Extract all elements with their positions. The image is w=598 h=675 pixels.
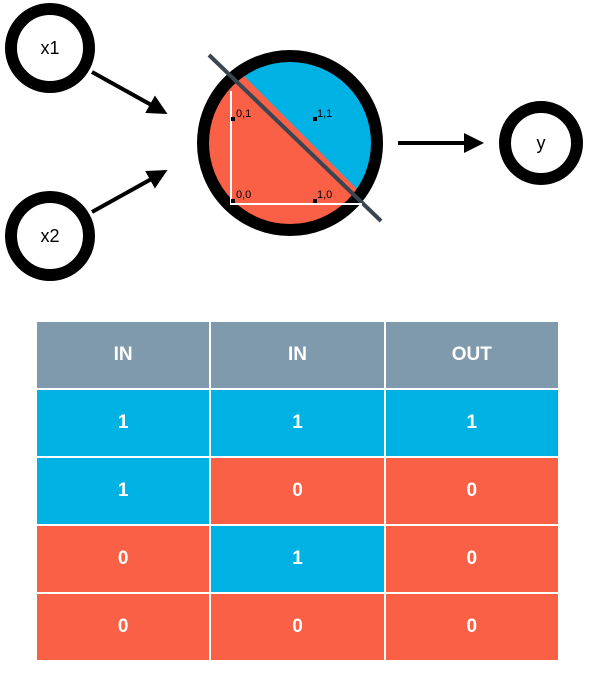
- point-0-1-marker: [231, 117, 235, 121]
- table-cell: 0: [209, 456, 386, 526]
- point-1-0-marker: [313, 199, 317, 203]
- x1-label: x1: [40, 38, 59, 58]
- table-cell: 1: [383, 388, 561, 458]
- header-in-1: IN: [34, 320, 212, 390]
- header-in-2: IN: [209, 320, 386, 390]
- table-header-row: IN IN OUT: [34, 320, 561, 390]
- table-cell: 1: [34, 456, 212, 526]
- table-cell: 1: [209, 388, 386, 458]
- table-row: 1 0 0: [34, 456, 561, 526]
- table-cell: 0: [383, 592, 561, 662]
- neuron: 0,1 1,1 0,0 1,0: [197, 50, 383, 236]
- perceptron-diagram: x1 x2 0,1 1,1 0,0 1,0 y: [5, 3, 583, 281]
- input-node-x1: x1: [5, 3, 95, 93]
- decision-boundary: [207, 53, 383, 223]
- input-node-x2: x2: [5, 191, 95, 281]
- point-1-0-label: 1,0: [317, 189, 332, 201]
- output-node-y: y: [499, 101, 583, 185]
- table-cell: 1: [34, 388, 212, 458]
- table-row: 1 1 1: [34, 388, 561, 458]
- table-row: 0 0 0: [34, 592, 561, 662]
- point-0-0-marker: [231, 199, 235, 203]
- point-1-1-marker: [313, 117, 317, 121]
- table-row: 0 1 0: [34, 524, 561, 594]
- table-cell: 0: [383, 524, 561, 594]
- arrow-x2-to-neuron: [91, 170, 168, 214]
- table-cell: 1: [209, 524, 386, 594]
- point-1-1-label: 1,1: [317, 108, 332, 120]
- table-cell: 0: [34, 592, 212, 662]
- table-cell: 0: [383, 456, 561, 526]
- header-out: OUT: [383, 320, 561, 390]
- truth-table: IN IN OUT 1 1 1 1 0 0 0 1 0 0 0 0: [34, 320, 561, 662]
- x2-label: x2: [40, 226, 59, 246]
- table-cell: 0: [34, 524, 212, 594]
- table-cell: 0: [209, 592, 386, 662]
- arrow-x1-to-neuron: [91, 70, 168, 114]
- y-label: y: [537, 133, 546, 153]
- point-0-0-label: 0,0: [236, 189, 251, 201]
- point-0-1-label: 0,1: [236, 108, 251, 120]
